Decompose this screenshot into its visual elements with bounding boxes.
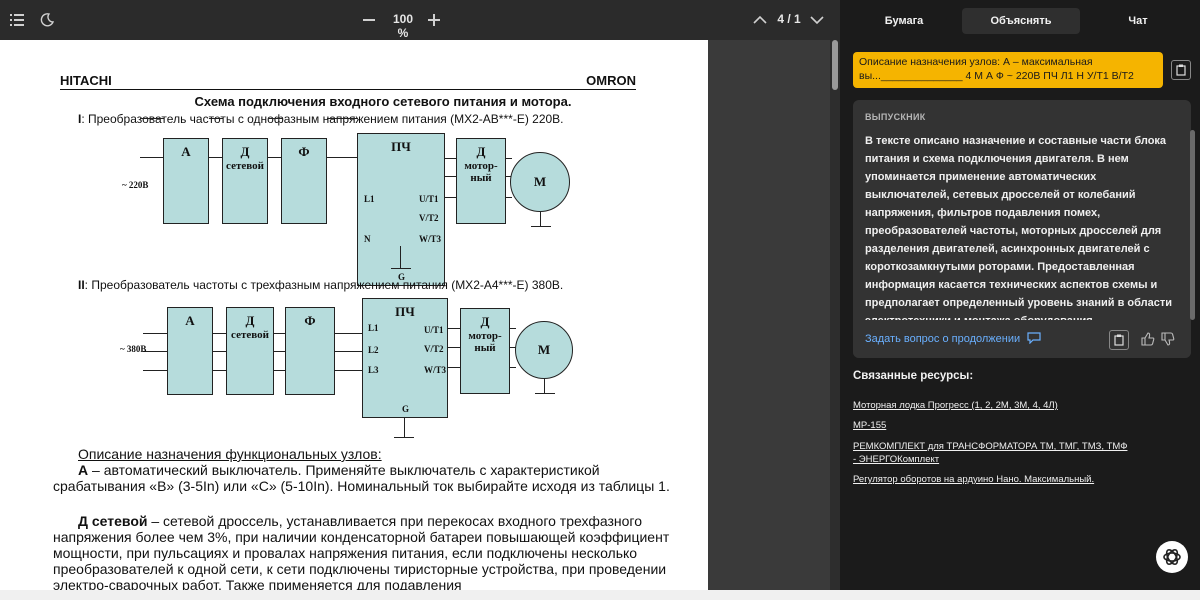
zoom-in-button[interactable]: [423, 9, 445, 31]
explanation-card: ВЫПУСКНИК В тексте описано назначение и …: [853, 100, 1191, 358]
header-left: HITACHI: [60, 73, 112, 88]
supply-label-1: ~ 220В: [122, 180, 149, 190]
section-2-text: : Преобразователь частоты с трехфазным н…: [84, 278, 564, 292]
section-2-number: II: [78, 278, 85, 292]
block-pch-2: ПЧ: [362, 298, 448, 418]
thumbs-down-icon[interactable]: [1161, 332, 1175, 351]
list-icon[interactable]: [6, 9, 28, 31]
card-footer: Задать вопрос о продолжении: [853, 322, 1191, 358]
block-a-1: А: [163, 138, 209, 224]
block-f-1: Ф: [281, 138, 327, 224]
page-indicator: 4 / 1: [777, 12, 801, 26]
follow-up-link[interactable]: Задать вопрос о продолжении: [865, 332, 1041, 345]
next-page-button[interactable]: [806, 9, 828, 31]
section-1-number: I: [78, 112, 82, 126]
header-right: OMRON: [586, 73, 636, 88]
description-heading: Описание назначения функциональных узлов…: [78, 446, 382, 462]
page-header: HITACHI OMRON: [60, 73, 636, 90]
tab-explain[interactable]: Объяснять: [962, 8, 1080, 34]
resource-link-4[interactable]: Регулятор оборотов на ардуино Нано. Макс…: [853, 474, 1095, 485]
motor-2: М: [515, 321, 573, 379]
supply-label-2: ~ 380В: [120, 344, 147, 354]
moon-icon[interactable]: [36, 9, 58, 31]
chat-bubble-icon: [1027, 332, 1041, 345]
related-resources-title: Связанные ресурсы:: [853, 370, 974, 382]
prev-page-button[interactable]: [749, 9, 771, 31]
zoom-level: 100 %: [392, 12, 414, 40]
copy-answer-button[interactable]: [1109, 330, 1129, 350]
description-paragraph-a: А – автоматический выключатель. Применяй…: [53, 462, 670, 494]
clipboard-icon: [1114, 334, 1124, 346]
block-a-2: А: [167, 307, 213, 395]
panel-tabs: Бумага Объяснять Чат: [840, 8, 1200, 34]
doc-title: Схема подключения входного сетевого пита…: [194, 94, 572, 109]
tab-paper[interactable]: Бумага: [884, 15, 924, 27]
bottom-strip: [0, 590, 1200, 600]
block-f-2: Ф: [285, 307, 335, 395]
tab-chat[interactable]: Чат: [1128, 15, 1148, 27]
motor-1: М: [510, 152, 570, 212]
description-paragraph-d: Д сетевой – сетевой дроссель, устанавлив…: [53, 513, 670, 590]
zoom-out-button[interactable]: [358, 9, 380, 31]
selected-text-quote: Описание назначения узлов: А – максималь…: [853, 52, 1163, 88]
block-pch-1: ПЧ: [357, 133, 445, 286]
resource-link-2[interactable]: МР-155: [853, 420, 887, 431]
scrollbar-track[interactable]: [830, 40, 840, 590]
viewer-toolbar: 100 % 4 / 1: [0, 0, 840, 40]
clipboard-icon: [1176, 64, 1186, 76]
copy-quote-button[interactable]: [1171, 60, 1191, 80]
card-label: ВЫПУСКНИК: [865, 112, 926, 122]
scrollbar-thumb[interactable]: [832, 40, 838, 90]
document-page: HITACHI OMRON Схема подключения входного…: [0, 40, 708, 590]
thumbs-up-icon[interactable]: [1141, 332, 1155, 351]
assistant-panel: Бумага Объяснять Чат Описание назначения…: [840, 0, 1200, 590]
explanation-text: В тексте описано назначение и составные …: [865, 135, 1173, 320]
document-viewport[interactable]: HITACHI OMRON Схема подключения входного…: [0, 40, 840, 590]
resource-link-3[interactable]: РЕМКОМПЛЕКТ для ТРАНСФОРМАТОРА ТМ, ТМГ, …: [853, 441, 1128, 465]
quote-line-1: Описание назначения узлов: А – максималь…: [859, 56, 1093, 68]
card-scrollbar[interactable]: [1190, 130, 1195, 320]
section-1-text: : Преобразователь частоты с однофазным н…: [81, 112, 564, 126]
resource-link-1[interactable]: Моторная лодка Прогресс (1, 2, 2М, 3М, 4…: [853, 400, 1058, 411]
quote-line-2: вы...______________ 4 М А Ф ~ 220В ПЧ Л1…: [859, 70, 1134, 82]
section-2-heading: II: Преобразователь частоты с трехфазным…: [78, 278, 563, 292]
openai-logo-icon[interactable]: [1156, 541, 1188, 573]
section-1-heading: I: Преобразователь частоты с однофазным …: [78, 112, 564, 126]
